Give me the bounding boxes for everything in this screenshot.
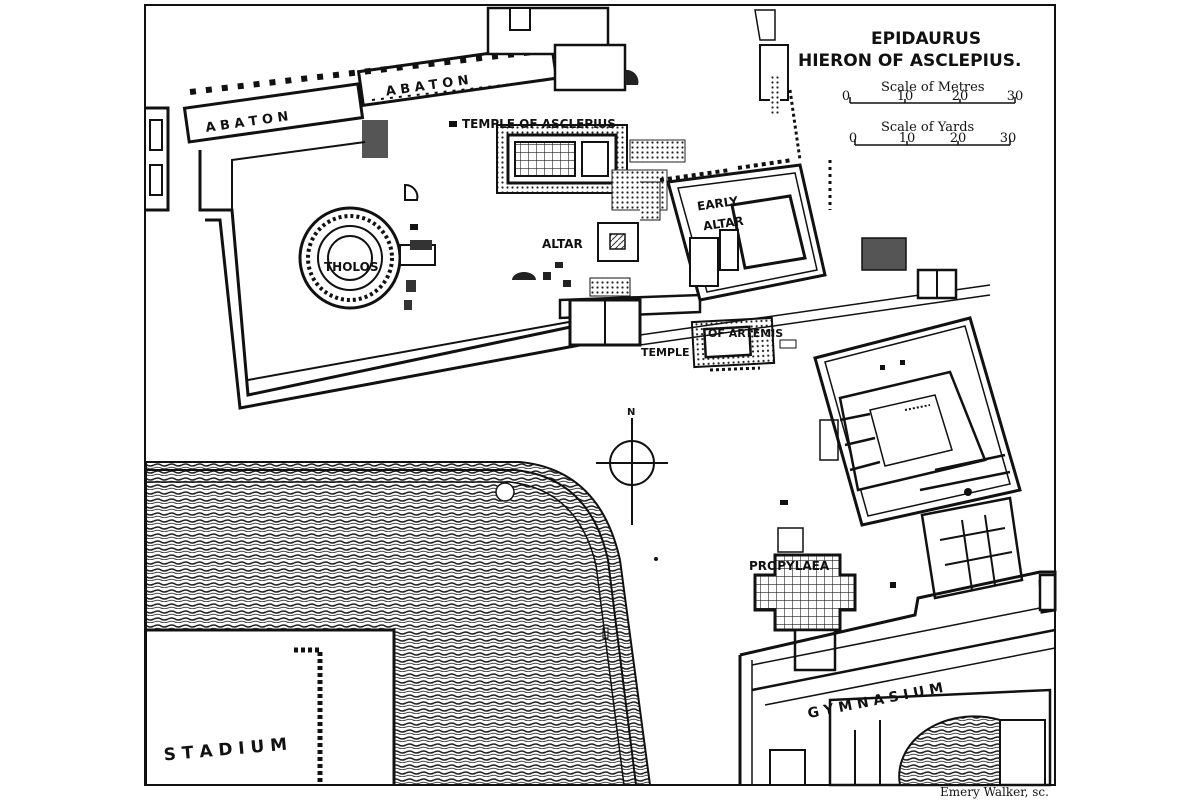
scale-bar-metres [849, 97, 1016, 104]
scale-yards-tick: 0 [849, 131, 857, 146]
scale-yards-tick: 30 [1000, 131, 1017, 146]
small-ruin [861, 237, 907, 271]
map-subtitle: HIERON OF ASCLEPIUS. [798, 51, 1021, 71]
east-building [813, 316, 1022, 527]
label-early-altar-1: EARLY [696, 194, 739, 214]
label-altar: ALTAR [542, 237, 583, 251]
northeast-ruins [754, 9, 802, 161]
scale-yards-tick: 20 [950, 131, 967, 146]
map-title: EPIDAURUS [871, 29, 981, 49]
northwest-buildings [146, 6, 639, 212]
temple-of-artemis [690, 316, 797, 372]
scale-metres-tick: 30 [1007, 89, 1024, 104]
stadium-track [145, 629, 395, 786]
early-altar [640, 158, 827, 302]
scale-bar-yards [854, 139, 1011, 146]
exedrae [512, 262, 631, 297]
stadium [145, 461, 652, 786]
scale-metres-tick: 0 [842, 89, 850, 104]
scale-yards-label: Scale of Yards [881, 120, 974, 135]
gymnasium [738, 570, 1057, 787]
temple-of-asclepius [449, 121, 686, 211]
southeast-rooms [920, 496, 1024, 600]
label-tholos: THOLOS [324, 260, 379, 274]
tholos [298, 183, 436, 310]
label-propylaea: PROPYLAEA [749, 559, 830, 573]
engraver-credit: Emery Walker, sc. [940, 785, 1049, 799]
compass-north-label: N [627, 407, 635, 418]
altar [597, 222, 639, 262]
scale-metres-label: Scale of Metres [881, 80, 985, 95]
scale-metres-tick: 20 [952, 89, 969, 104]
label-temple-of-asclepius: TEMPLE OF ASCLEPIUS [462, 117, 616, 131]
scale-metres-tick: 10 [897, 89, 914, 104]
precinct-wall [198, 141, 702, 410]
label-temple-of-artemis-1: TEMPLE [641, 346, 690, 359]
label-temple-of-artemis-2: OF ARTEMIS [708, 327, 783, 340]
scale-yards-tick: 10 [899, 131, 916, 146]
compass-rose [596, 418, 668, 525]
label-early-altar-2: ALTAR [702, 214, 744, 234]
